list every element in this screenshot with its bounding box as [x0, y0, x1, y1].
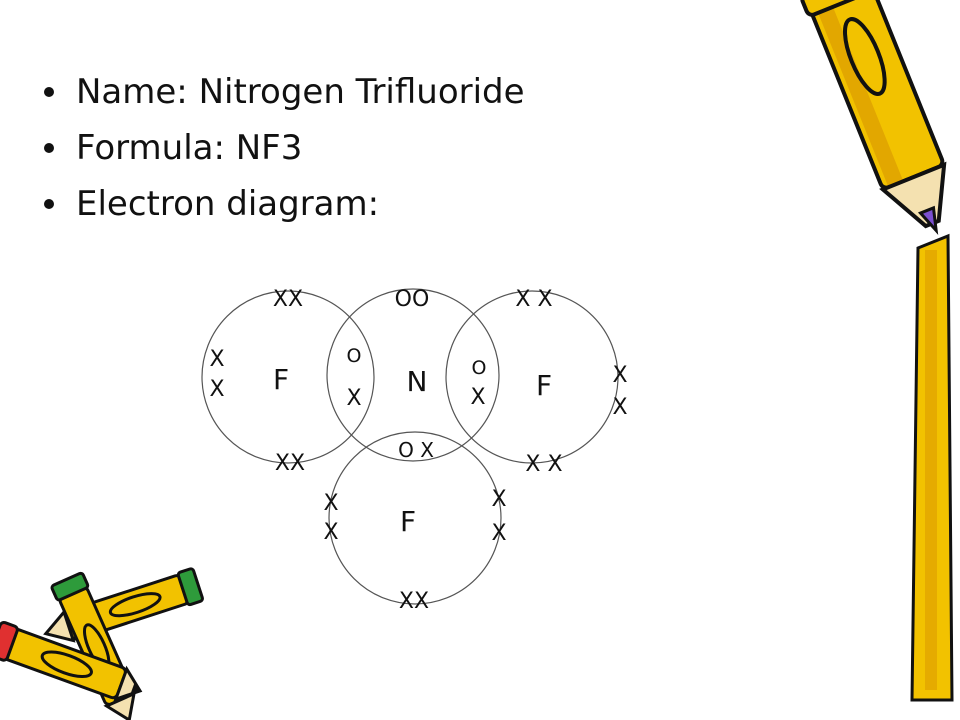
bullet-text: Formula: NF3 [76, 128, 303, 168]
electrons-f-right-side-2: X [612, 395, 627, 420]
electrons-f-bottom-left-2: X [323, 520, 338, 545]
electron-bond-left-x: X [346, 386, 361, 411]
bullet-dot [44, 87, 54, 97]
bullet-dot [44, 199, 54, 209]
bullet-list: Name: Nitrogen Trifluoride Formula: NF3 … [44, 64, 525, 232]
electrons-f-bottom-right-2: X [491, 521, 506, 546]
pencil-icon [800, 0, 947, 235]
atom-n: N [407, 365, 428, 398]
electrons-n-top: OO [395, 287, 430, 312]
electron-bond-right-o: O [472, 357, 487, 379]
nitrogen-circle [326, 288, 500, 462]
bullet-dot [44, 143, 54, 153]
electrons-f-bottom-bottom: XX [399, 589, 429, 614]
electrons-f-right-side-1: X [612, 363, 627, 388]
electrons-f-right-bottom: X X [525, 452, 562, 477]
bullet-text: Electron diagram: [76, 184, 380, 224]
electrons-f-bottom-right-1: X [491, 487, 506, 512]
atom-f-bottom: F [400, 505, 416, 538]
electrons-bond-bottom: O X [398, 438, 434, 462]
fluorine-right-circle [445, 290, 619, 464]
electrons-f-left-side-2: X [209, 377, 224, 402]
electrons-f-bottom-left-1: X [323, 491, 338, 516]
electrons-f-right-top: X X [515, 287, 552, 312]
pencil-icon [910, 233, 954, 702]
atom-f-left: F [273, 363, 289, 396]
electrons-f-left-side-1: X [209, 347, 224, 372]
pencil-icon [0, 620, 143, 702]
bullet-text: Name: Nitrogen Trifluoride [76, 72, 525, 112]
atom-f-right: F [536, 369, 552, 402]
electrons-f-left-top: XX [273, 287, 303, 312]
electron-bond-right-x: X [470, 385, 485, 410]
electrons-f-left-bottom: XX [275, 451, 305, 476]
electron-bond-left-o: O [347, 345, 362, 367]
fluorine-left-circle [201, 290, 375, 464]
bullet-electron-diagram: Electron diagram: [44, 176, 525, 232]
bullet-name: Name: Nitrogen Trifluoride [44, 64, 525, 120]
fluorine-bottom-circle [328, 431, 502, 605]
bullet-formula: Formula: NF3 [44, 120, 525, 176]
